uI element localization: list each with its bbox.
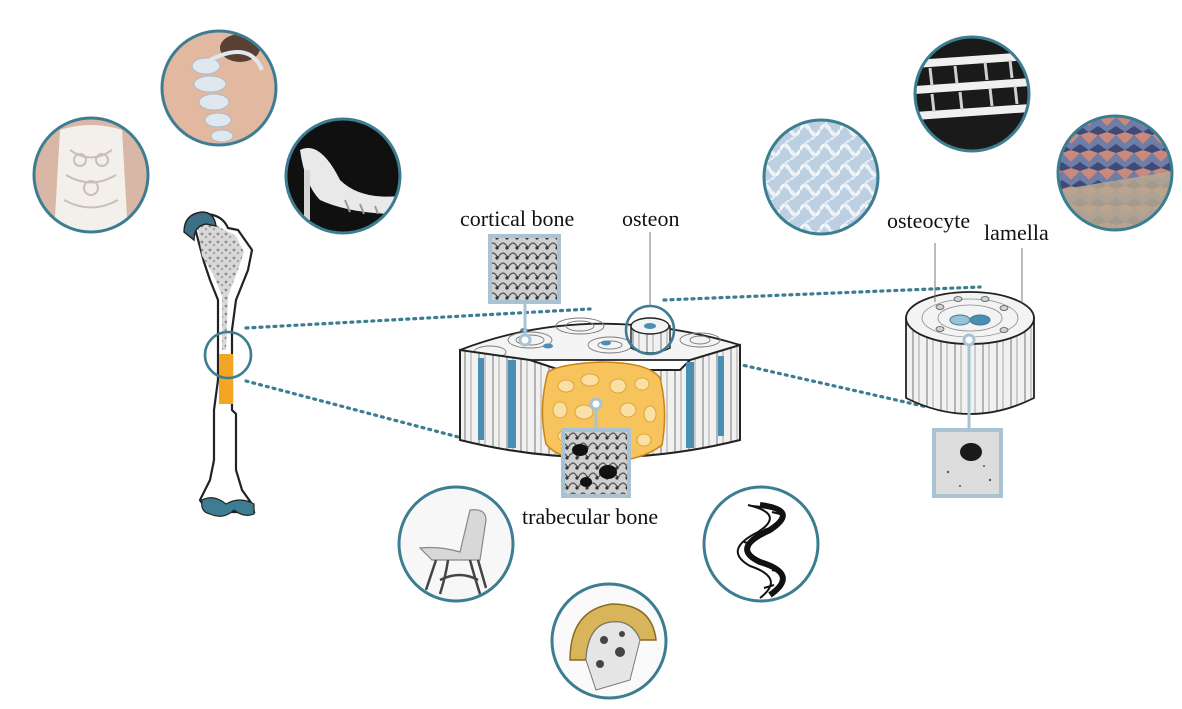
spiral-staircase-photo-icon <box>702 485 820 603</box>
canal-right-2 <box>718 356 724 436</box>
cut-skull-model-photo-icon <box>550 582 668 700</box>
lattice-panel-photo-icon <box>762 118 880 236</box>
lace-dress-photo-icon <box>32 116 150 234</box>
textured-surface-photo-icon <box>1056 114 1174 232</box>
femur-head-cap <box>183 211 217 242</box>
label-osteon: osteon <box>622 206 679 231</box>
osteocyte-inset <box>932 333 1003 498</box>
femur-zoom-ring <box>203 330 253 380</box>
layered-structure-photo-icon <box>913 35 1031 153</box>
cortical-top-surface <box>459 322 741 361</box>
label-trabecular-bone: trabecular bone <box>522 504 658 529</box>
label-osteocyte: osteocyte <box>887 208 970 233</box>
femur-condyle <box>201 497 255 517</box>
canal-left-1 <box>478 358 484 440</box>
osteon-cylinder <box>630 317 671 354</box>
canal-right-1 <box>686 362 694 448</box>
bone-chair-photo-icon <box>397 485 515 603</box>
cortical-inset <box>488 234 561 347</box>
femur-spongy-head <box>198 223 244 350</box>
high-heel-shoe-photo-icon <box>284 117 402 235</box>
femur-bone <box>183 211 256 517</box>
label-cortical-bone: cortical bone <box>460 206 574 231</box>
spine-sculpture-photo-icon <box>160 29 278 147</box>
trabecular-inset <box>561 397 631 498</box>
label-lamella: lamella <box>984 220 1049 245</box>
canal-left-2 <box>508 360 516 448</box>
